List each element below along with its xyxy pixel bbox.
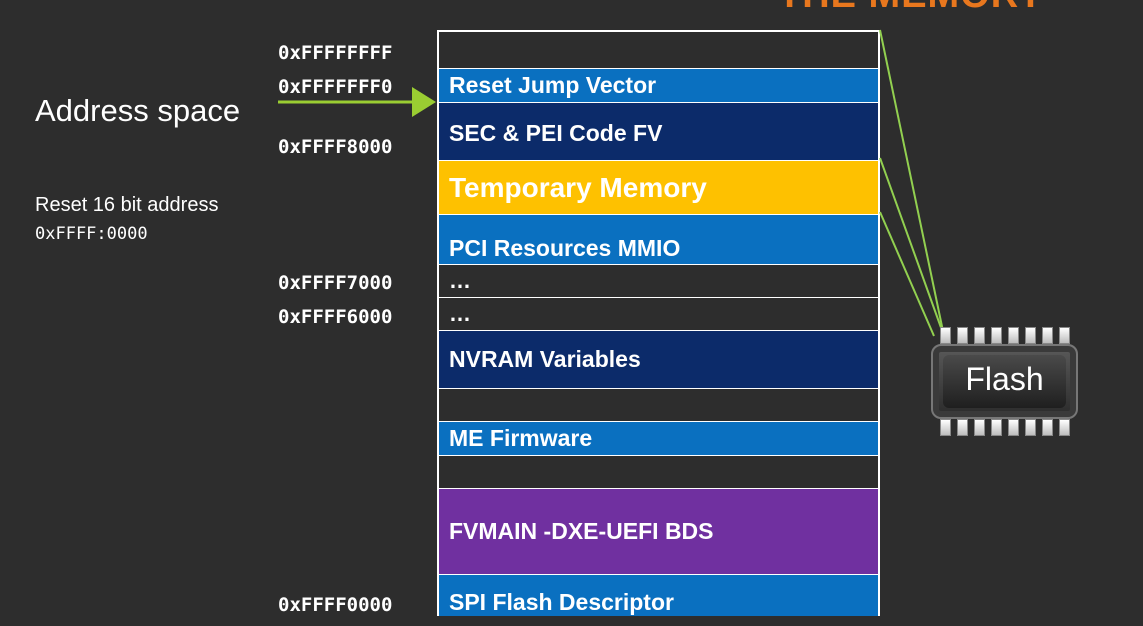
flash-connector-bottom xyxy=(879,211,935,337)
address-sec-pei: 0xFFFF8000 xyxy=(278,136,393,158)
region-sec-pei-code: SEC & PEI Code FV xyxy=(439,102,878,160)
address-base: 0xFFFF0000 xyxy=(278,594,393,616)
address-6000: 0xFFFF6000 xyxy=(278,306,393,328)
slide-title: THE MEMORY xyxy=(778,0,1044,17)
chip-pins-bottom xyxy=(940,419,1070,436)
flash-chip: Flash xyxy=(931,344,1078,419)
region-fvmain: FVMAIN -DXE-UEFI BDS xyxy=(439,488,878,574)
address-top: 0xFFFFFFFF xyxy=(278,42,393,64)
address-7000: 0xFFFF7000 xyxy=(278,272,393,294)
reset-address-label: Reset 16 bit address xyxy=(35,194,219,216)
flash-chip-label: Flash xyxy=(965,361,1044,397)
region-blank-1 xyxy=(439,388,878,421)
region-reset-jump-vector: Reset Jump Vector xyxy=(439,68,878,102)
region-spi-flash-descriptor: SPI Flash Descriptor xyxy=(439,574,878,616)
memory-map: Reset Jump Vector SEC & PEI Code FV Temp… xyxy=(437,30,880,616)
region-pci-mmio: PCI Resources MMIO xyxy=(439,214,878,264)
reset-address-value: 0xFFFF:0000 xyxy=(35,224,148,244)
region-ellipsis-2: … xyxy=(439,297,878,330)
region-nvram-variables: NVRAM Variables xyxy=(439,330,878,388)
chip-pins-top xyxy=(940,327,1070,344)
region-temporary-memory: Temporary Memory xyxy=(439,160,878,214)
address-space-label: Address space xyxy=(35,93,241,128)
flash-connector-top-b xyxy=(879,157,945,337)
region-me-firmware: ME Firmware xyxy=(439,421,878,455)
address-reset-vector: 0xFFFFFFF0 xyxy=(278,76,393,98)
region-ellipsis-1: … xyxy=(439,264,878,297)
region-blank-2 xyxy=(439,455,878,488)
flash-connector-top-a xyxy=(879,29,945,337)
